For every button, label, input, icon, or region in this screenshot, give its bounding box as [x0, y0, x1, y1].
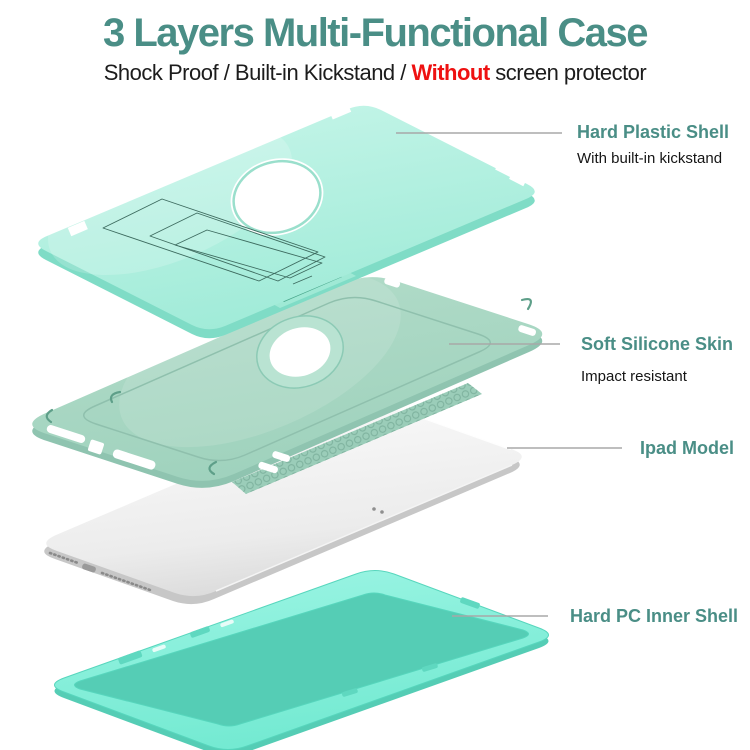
- ipad-side-button: [380, 510, 384, 514]
- callout-soft-silicone-skin: Soft Silicone Skin Impact resistant: [581, 334, 734, 385]
- frame-tab: [460, 597, 480, 609]
- page-title: 3 Layers Multi-Functional Case: [102, 11, 649, 55]
- frame-slot: [220, 619, 234, 628]
- silicone-slot: [258, 461, 278, 474]
- silicone-corner-detail: [45, 408, 54, 424]
- silicone-corner-detail: [520, 297, 532, 311]
- callout-hard-plastic-shell: Hard Plastic Shell With built-in kicksta…: [577, 122, 730, 167]
- ipad-back-face: [46, 403, 522, 597]
- callout-label: Soft Silicone Skin: [581, 334, 734, 354]
- callout-label: Hard PC Inner Shell: [570, 606, 739, 626]
- ipad-edge-highlight: [215, 464, 513, 592]
- shell-notch: [509, 171, 527, 187]
- ipad-side-button: [372, 507, 376, 511]
- silicone-grip-texture: [232, 383, 482, 494]
- callout-lines: [396, 132, 622, 617]
- shell-notch: [67, 220, 88, 237]
- kickstand-outline: [102, 198, 326, 285]
- callout-sublabel: Impact resistant: [581, 367, 687, 385]
- shell-sheen: [48, 124, 292, 276]
- silicone-camera-ring: [256, 315, 344, 389]
- callout-label: Hard Plastic Shell: [577, 122, 730, 142]
- callout-sublabel: With built-in kickstand: [577, 149, 723, 167]
- callout-label: Ipad Model: [640, 438, 734, 458]
- frame-button: [421, 663, 438, 672]
- silicone-port-cutout: [46, 425, 86, 443]
- frame-button: [341, 688, 358, 697]
- silicone-slot: [272, 451, 291, 462]
- ipad-charging-port: [82, 563, 96, 573]
- subtitle-highlight: Without: [411, 60, 491, 85]
- frame-slot: [152, 644, 166, 653]
- shell-notch: [328, 102, 352, 120]
- silicone-slot: [384, 277, 401, 288]
- soft-silicone-skin-image: [32, 272, 554, 494]
- subtitle-text-1: Shock Proof / Built-in Kickstand /: [103, 60, 412, 85]
- subtitle-text-2: screen protector: [489, 60, 647, 85]
- hard-plastic-shell-image: [38, 102, 535, 339]
- silicone-corner-detail: [109, 390, 122, 404]
- header: 3 Layers Multi-Functional Case Shock Pro…: [0, 0, 750, 86]
- silicone-corner-detail: [208, 460, 218, 476]
- silicone-port-cutout: [88, 439, 104, 455]
- callout-ipad-model: Ipad Model: [640, 438, 734, 459]
- ipad-model-image: [44, 403, 522, 605]
- ipad-speaker-grille: [48, 551, 80, 565]
- ipad-speaker-grille: [100, 571, 152, 592]
- frame-face: [54, 570, 549, 750]
- silicone-port-cutout: [112, 449, 156, 470]
- shell-logo-hole: [230, 158, 324, 236]
- shell-logo-hole-rim: [232, 159, 322, 235]
- frame-tab: [118, 650, 143, 665]
- callout-hard-pc-inner-shell: Hard PC Inner Shell: [570, 606, 739, 627]
- silicone-slot: [518, 325, 537, 336]
- hard-pc-inner-shell-image: [54, 570, 549, 750]
- silicone-slot: [538, 319, 554, 330]
- page-subtitle: Shock Proof / Built-in Kickstand / Witho…: [0, 60, 750, 86]
- silicone-panel-outline: [83, 296, 491, 462]
- frame-tab: [190, 626, 210, 638]
- shell-notch: [495, 162, 515, 178]
- frame-thickness: [54, 576, 549, 750]
